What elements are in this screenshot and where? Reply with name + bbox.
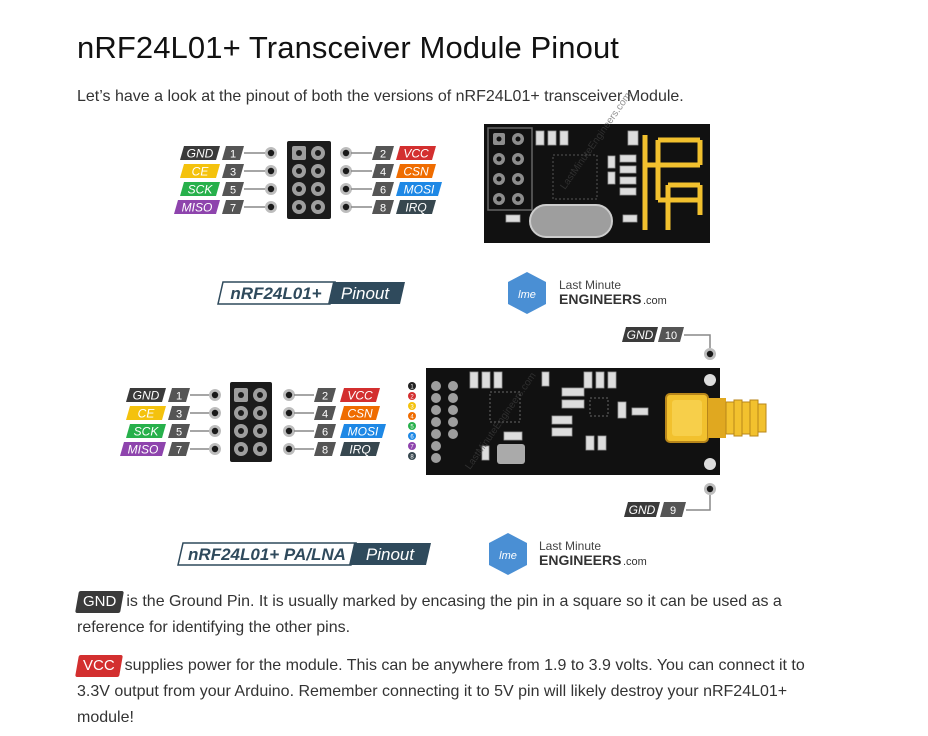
- lme-logo: lme Last Minute ENGINEERS .com: [489, 533, 647, 575]
- vcc-description-text: supplies power for the module. This can …: [77, 657, 805, 726]
- gnd-tag: GND: [75, 591, 125, 613]
- diagram2-right-labels: 2 4 6 8 VCC CSN MOSI IRQ: [283, 388, 386, 457]
- svg-text:VCC: VCC: [347, 389, 373, 403]
- svg-text:Last Minute: Last Minute: [539, 539, 601, 553]
- pin-number: 3: [176, 409, 182, 421]
- pin-number: 8: [322, 445, 328, 457]
- pin-csn-label: CSN: [340, 406, 380, 421]
- pin-number: 4: [380, 167, 386, 179]
- svg-text:4: 4: [410, 415, 414, 421]
- pin-number: 2: [380, 149, 386, 161]
- page-title: nRF24L01+ Transceiver Module Pinout: [77, 30, 620, 65]
- svg-text:MISO: MISO: [182, 201, 213, 215]
- diagram1-left-labels: GND CE SCK MISO 1 3 5 7: [174, 146, 277, 215]
- svg-text:ENGINEERS: ENGINEERS: [539, 552, 621, 568]
- pin-number: 7: [230, 203, 236, 215]
- pin-sck-label: SCK: [180, 182, 220, 197]
- svg-text:MOSI: MOSI: [348, 425, 379, 439]
- pin-number: 8: [380, 203, 386, 215]
- pin-number: 1: [230, 149, 236, 161]
- pin-number: 4: [322, 409, 328, 421]
- pin-csn-label: CSN: [396, 164, 436, 179]
- svg-text:MISO: MISO: [128, 443, 159, 457]
- pin-ce-label: CE: [126, 406, 166, 421]
- svg-text:lme: lme: [499, 550, 517, 562]
- svg-text:CSN: CSN: [347, 407, 373, 421]
- pin-vcc-label: VCC: [396, 146, 436, 161]
- gnd-9-callout: GND 9: [624, 483, 716, 517]
- intro-text: Let’s have a look at the pinout of both …: [77, 88, 684, 105]
- pin-number: 5: [176, 427, 182, 439]
- caption-pa-lna-pinout: nRF24L01+ PA/LNA Pinout: [177, 542, 431, 566]
- side-pin-numbers: 1 2 3 4 5 6 7 8: [408, 382, 416, 461]
- pin-irq-label: IRQ: [396, 200, 436, 215]
- svg-text:.com: .com: [623, 556, 647, 568]
- diagram1-header: [287, 141, 331, 219]
- svg-text:ENGINEERS: ENGINEERS: [559, 291, 641, 307]
- pin-number: 5: [230, 185, 236, 197]
- svg-text:CE: CE: [192, 165, 210, 179]
- gnd-10-callout: GND 10: [622, 327, 716, 360]
- pin-miso-label: MISO: [174, 200, 220, 215]
- svg-text:10: 10: [665, 330, 677, 342]
- pin-number: 2: [322, 391, 328, 403]
- svg-text:VCC: VCC: [403, 147, 429, 161]
- nrf24l01-pa-lna-board-image: LastMinuteEngineers.com: [426, 368, 767, 475]
- svg-text:7: 7: [410, 445, 414, 451]
- pinout-figure: GND CE SCK MISO 1 3 5 7: [120, 91, 767, 575]
- pin-vcc-label: VCC: [340, 388, 380, 403]
- pin-numbers-left: [222, 146, 244, 214]
- svg-text:CE: CE: [138, 407, 156, 421]
- svg-text:lme: lme: [518, 289, 536, 301]
- svg-text:8: 8: [410, 455, 414, 461]
- pin-miso-label: MISO: [120, 442, 166, 457]
- pin-irq-label: IRQ: [340, 442, 380, 457]
- svg-text:1: 1: [410, 385, 414, 391]
- svg-text:GND: GND: [187, 147, 214, 161]
- svg-text:IRQ: IRQ: [405, 201, 426, 215]
- pin-number: 3: [230, 167, 236, 179]
- diagram1-right-labels: 2 4 6 8 VCC CSN MOSI IRQ: [340, 146, 442, 215]
- pin-number: 1: [176, 391, 182, 403]
- svg-text:CSN: CSN: [403, 165, 429, 179]
- pin-number: 6: [380, 185, 386, 197]
- svg-text:9: 9: [670, 505, 676, 517]
- svg-text:.com: .com: [643, 295, 667, 307]
- svg-text:5: 5: [410, 425, 414, 431]
- svg-text:Last Minute: Last Minute: [559, 278, 621, 292]
- pin-gnd-label: GND: [180, 146, 220, 161]
- svg-text:SCK: SCK: [134, 425, 160, 439]
- svg-text:GND: GND: [627, 328, 654, 342]
- vcc-tag: VCC: [75, 655, 123, 677]
- svg-text:6: 6: [410, 435, 414, 441]
- pin-sck-label: SCK: [126, 424, 166, 439]
- pin-mosi-label: MOSI: [340, 424, 386, 439]
- svg-text:GND: GND: [629, 503, 656, 517]
- svg-text:Pinout: Pinout: [341, 284, 390, 303]
- gnd-description-text: is the Ground Pin. It is usually marked …: [77, 593, 782, 636]
- svg-text:MOSI: MOSI: [404, 183, 435, 197]
- diagram2-header: [230, 382, 272, 462]
- svg-text:2: 2: [410, 395, 414, 401]
- lme-logo: lme Last Minute ENGINEERS .com: [508, 272, 667, 314]
- svg-text:nRF24L01+: nRF24L01+: [230, 284, 321, 303]
- svg-text:nRF24L01+ PA/LNA: nRF24L01+ PA/LNA: [188, 545, 346, 564]
- svg-text:GND: GND: [133, 389, 160, 403]
- svg-text:Pinout: Pinout: [366, 545, 415, 564]
- nrf24l01-board-image: LastMinuteEngineers.com: [484, 91, 710, 243]
- pin-number: 7: [176, 445, 182, 457]
- svg-text:IRQ: IRQ: [349, 443, 370, 457]
- pin-ce-label: CE: [180, 164, 220, 179]
- caption-nrf24l01-pinout: nRF24L01+ Pinout: [217, 281, 405, 305]
- pin-gnd-label: GND: [126, 388, 166, 403]
- svg-text:3: 3: [410, 405, 414, 411]
- pin-mosi-label: MOSI: [396, 182, 442, 197]
- svg-text:SCK: SCK: [188, 183, 214, 197]
- diagram2-left-labels: GND CE SCK MISO 1 3 5 7: [120, 388, 221, 457]
- pin-number: 6: [322, 427, 328, 439]
